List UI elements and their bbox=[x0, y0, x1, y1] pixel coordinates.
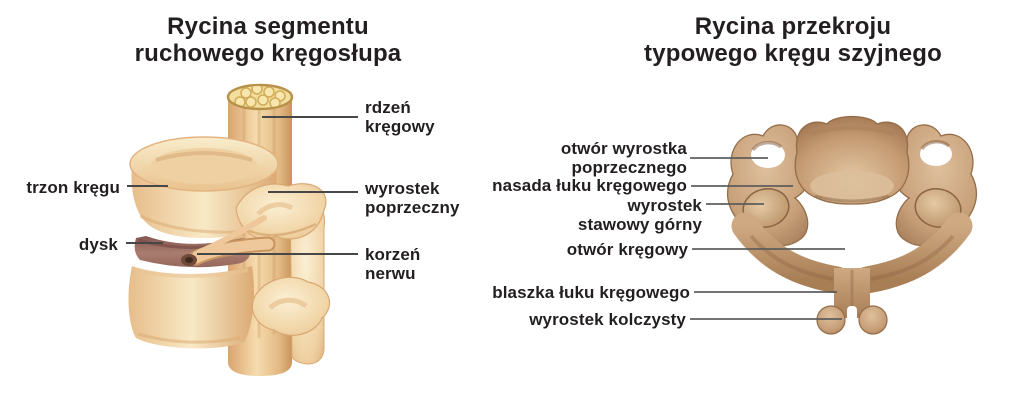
leader-line-wyrostek-stawowy bbox=[706, 203, 764, 205]
inferior-articular-process bbox=[251, 276, 331, 336]
leader-line-otwor-wyrostka bbox=[690, 157, 768, 159]
spinal-motion-segment-illustration bbox=[128, 83, 331, 376]
leader-line-dysk bbox=[126, 242, 163, 244]
leader-line-korzen-nerwu bbox=[197, 253, 358, 255]
nerve-root bbox=[181, 215, 276, 266]
right-figure-title: Rycina przekroju typowego kręgu szyjnego bbox=[644, 13, 942, 67]
transverse-process bbox=[235, 183, 327, 240]
label-wyrostek-stawowy-gorny: wyrostek stawowy górny bbox=[577, 196, 702, 234]
label-otwor-kregowy: otwór kręgowy bbox=[566, 240, 688, 259]
leader-line-otwor-kregowy bbox=[692, 248, 845, 250]
label-trzon-kregu: trzon kręgu bbox=[26, 178, 120, 197]
label-blaszka-luku-kregowego: blaszka łuku kręgowego bbox=[492, 283, 690, 302]
label-wyrostek-poprzeczny: wyrostek poprzeczny bbox=[365, 179, 460, 217]
label-otwor-wyrostka-poprzecznego: otwór wyrostka poprzecznego bbox=[560, 139, 687, 177]
label-korzen-nerwu: korzeń nerwu bbox=[365, 245, 421, 283]
lamina-right bbox=[853, 212, 973, 294]
left-figure-title: Rycina segmentu ruchowego kręgosłupa bbox=[134, 13, 402, 67]
leader-line-wyrostek-kolczysty bbox=[690, 318, 842, 320]
leader-line-wyrostek-poprzeczny bbox=[268, 191, 358, 193]
leader-line-trzon-kregu bbox=[127, 185, 168, 187]
label-wyrostek-kolczysty: wyrostek kolczysty bbox=[529, 310, 686, 329]
label-dysk: dysk bbox=[78, 235, 118, 254]
spinous-process-notch bbox=[847, 306, 857, 330]
leader-line-nasada bbox=[691, 185, 793, 187]
leader-line-rdzen-kregowy bbox=[262, 116, 358, 118]
vertebral-body bbox=[794, 115, 910, 205]
label-nasada-luku-kregowego: nasada łuku kręgowego bbox=[492, 176, 687, 195]
vertebral-body-lip bbox=[810, 171, 894, 201]
label-rdzen-kregowy: rdzeń kręgowy bbox=[365, 98, 435, 136]
vertebral-body-upper bbox=[129, 136, 279, 238]
vertebral-body-lower bbox=[128, 266, 254, 349]
leader-line-blaszka bbox=[694, 291, 837, 293]
lamina-left bbox=[731, 212, 851, 294]
cervical-vertebra-illustration bbox=[726, 115, 978, 335]
spinous-process bbox=[816, 268, 888, 335]
spinal-cord-honeycomb-pattern bbox=[234, 86, 286, 108]
transverse-foramen-right bbox=[920, 142, 952, 166]
transverse-foramen-left bbox=[751, 142, 785, 168]
